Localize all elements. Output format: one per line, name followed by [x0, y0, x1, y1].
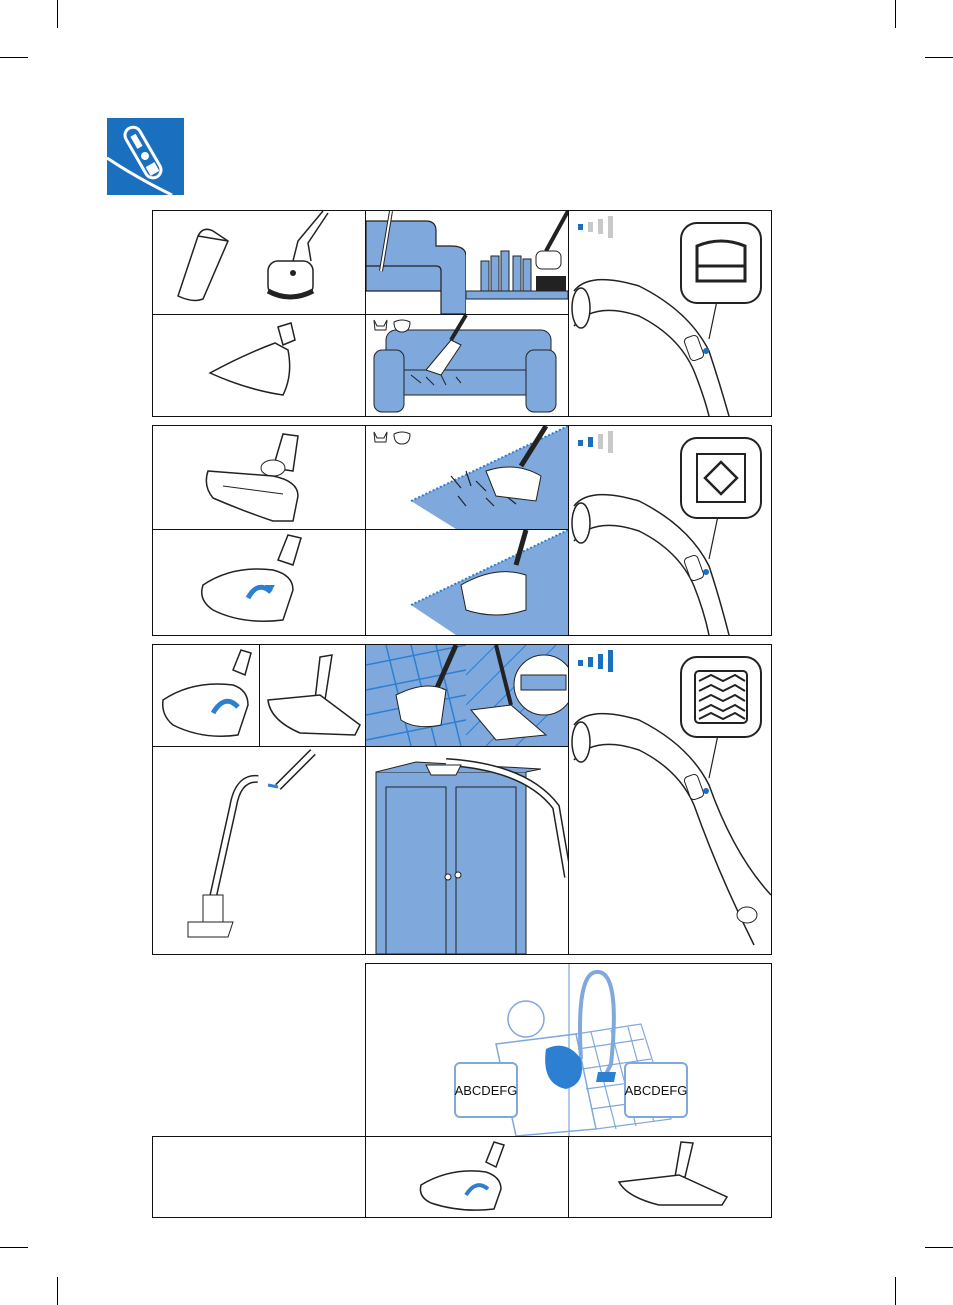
nozzle-brush-extend	[153, 645, 259, 746]
crop-mark	[925, 1247, 953, 1248]
vacuum-floor-choice-illustration	[366, 964, 771, 1136]
floor-label-card-right: ABCDEFG	[624, 1062, 688, 1118]
crop-mark	[895, 1277, 896, 1305]
vacuum-handle-icon	[107, 118, 184, 195]
turbo-brush-nozzle	[153, 426, 365, 529]
crop-mark	[0, 57, 28, 58]
rug-icon	[681, 438, 761, 518]
sofa-crevice-illustration	[366, 211, 466, 314]
cat-dog-icon	[372, 430, 412, 446]
cat-dog-icon	[372, 318, 412, 334]
crop-mark	[57, 1277, 58, 1305]
crop-mark	[0, 1247, 28, 1248]
hard-floor-nozzle	[260, 645, 365, 746]
crop-mark	[925, 57, 953, 58]
parquet-floor-illustration	[466, 645, 568, 746]
armchair-icon	[681, 223, 761, 303]
telescopic-tube-assembly	[153, 747, 365, 954]
crop-mark	[57, 0, 58, 28]
tile-floor-illustration	[366, 645, 466, 746]
carpet-nozzle-illustration	[366, 530, 568, 635]
wardrobe-illustration	[366, 747, 568, 954]
bookshelf-brush-illustration	[466, 211, 568, 314]
crevice-and-brush-tools	[153, 211, 365, 314]
floor-label-right-text: ABCDEFG	[625, 1083, 688, 1098]
crop-mark	[895, 0, 896, 28]
carpet-nozzle-option	[366, 1137, 568, 1217]
hard-floor-nozzle-option	[569, 1137, 771, 1217]
nozzle-brush-retract	[153, 530, 365, 635]
upholstery-nozzle	[153, 315, 365, 416]
parquet-floor-icon	[681, 657, 761, 737]
floor-label-card-left: ABCDEFG	[454, 1062, 518, 1118]
floor-label-left-text: ABCDEFG	[455, 1083, 518, 1098]
